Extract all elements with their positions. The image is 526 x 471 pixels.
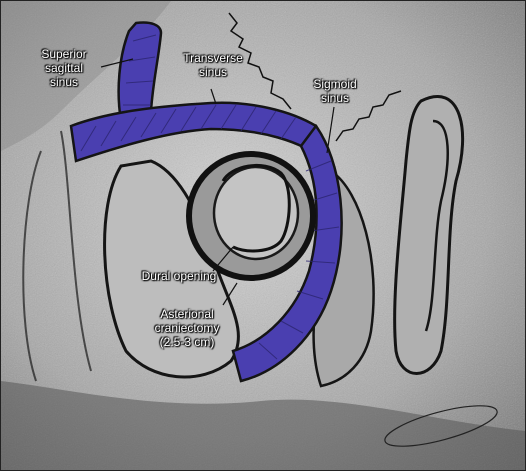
- label-sigmoid-sinus: Sigmoid sinus: [305, 77, 365, 105]
- label-dural-opening: Dural opening: [129, 269, 229, 283]
- label-transverse-sinus: Transverse sinus: [173, 51, 253, 79]
- label-superior-sagittal-sinus: Superior sagittal sinus: [29, 47, 99, 89]
- label-asterional-craniectomy: Asterional craniectomy (2.5-3 cm): [139, 307, 235, 349]
